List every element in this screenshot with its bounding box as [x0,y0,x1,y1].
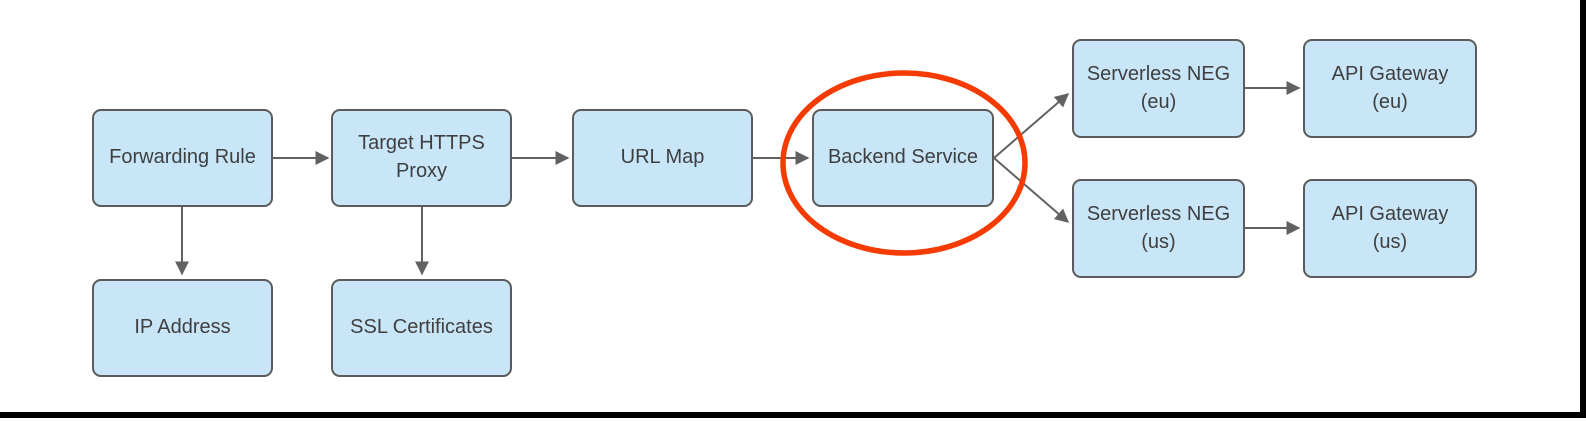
node-forwarding-rule: Forwarding Rule [92,109,273,207]
node-label-line2: Proxy [395,160,448,182]
node-label: Backend Service [827,146,979,169]
node-label-line1: Serverless NEG [1086,62,1231,85]
node-label-line2: (eu) [1140,90,1177,113]
node-url-map: URL Map [572,109,753,207]
node-serverless-neg-eu: Serverless NEG (eu) [1072,39,1245,138]
node-label: SSL Certificates [350,316,493,339]
node-api-gateway-us: API Gateway (us) [1303,179,1477,278]
node-label-line2: (us) [1141,230,1176,253]
node-label: URL Map [620,146,705,169]
node-label-line1: Serverless NEG [1086,202,1231,225]
node-serverless-neg-us: Serverless NEG (us) [1072,179,1245,278]
arrow-backend-service-to-serverless-neg-us [993,157,1070,223]
node-backend-service: Backend Service [812,109,994,207]
window-frame-bottom-edge [0,412,1586,418]
node-label-line2: (us) [1372,230,1408,253]
window-frame-right-edge [1580,0,1586,418]
node-api-gateway-eu: API Gateway (eu) [1303,39,1477,138]
node-label: IP Address [134,316,231,339]
node-ssl-certificates: SSL Certificates [331,279,512,377]
node-label-line1: Target HTTPS [358,132,485,155]
node-label-line1: API Gateway [1331,62,1449,85]
node-ip-address: IP Address [92,279,273,377]
arrow-backend-service-to-serverless-neg-eu [993,93,1070,159]
node-label-line1: API Gateway [1331,202,1449,225]
node-label: Forwarding Rule [109,146,256,169]
node-target-https-proxy: Target HTTPS Proxy [331,109,512,207]
node-label-line2: (eu) [1372,90,1408,113]
